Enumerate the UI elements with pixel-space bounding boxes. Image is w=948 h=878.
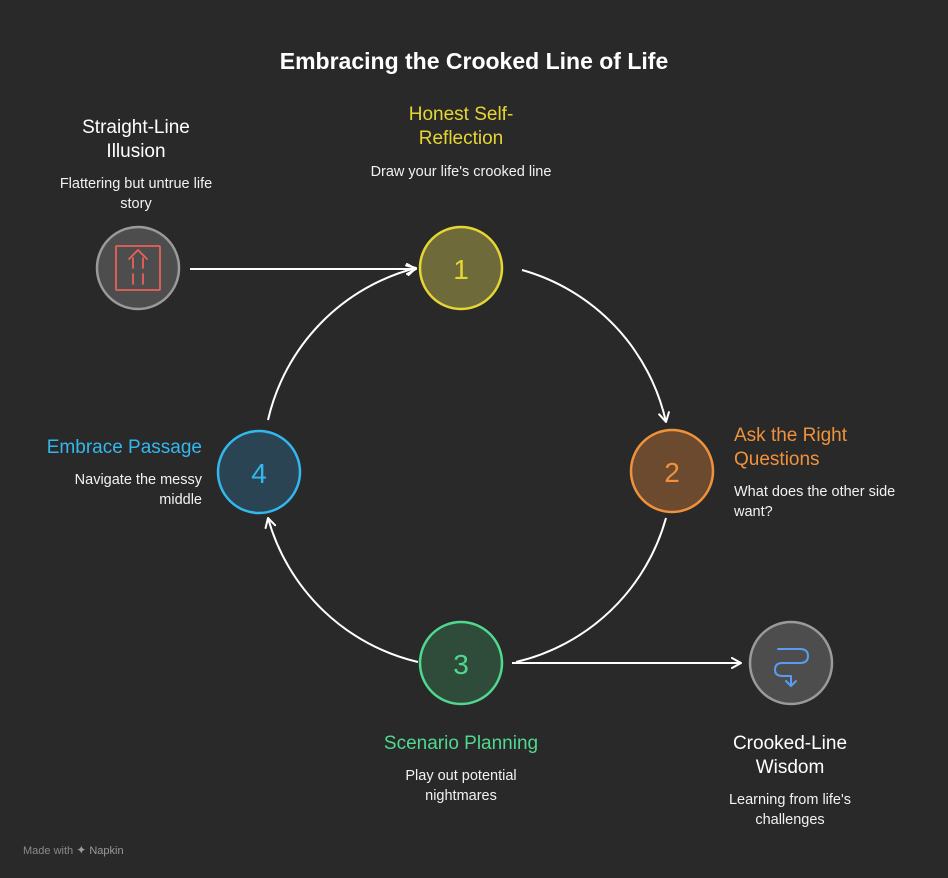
end-node [748,620,834,706]
start-description: Flattering but untrue life story [59,176,213,212]
svg-text:1: 1 [453,254,469,285]
footer: Made with ✦ Napkin [23,843,124,857]
winding-arrow-down-icon [774,648,809,687]
end-description: Learning from life's challenges [728,792,852,828]
page-title: Embracing the Crooked Line of Life [279,48,669,74]
arrow-1-to-2 [521,269,670,423]
step-2-heading: Ask the Right Questions [734,425,847,470]
arrow-4-to-1 [267,264,417,421]
napkin-logo-icon: ✦ [76,843,87,857]
svg-text:3: 3 [453,649,469,680]
start-node [95,225,181,311]
step-circle-2: 2 [629,428,715,514]
napkin-brand: Napkin [89,845,124,857]
step-1-heading: Honest Self-Reflection [408,104,514,149]
arrow-2-to-3 [515,517,667,663]
step-circle-4: 4 [216,429,302,515]
svg-text:4: 4 [251,458,267,489]
end-heading: Crooked-Line Wisdom [732,733,848,778]
step-2-description: What does the other side want? [734,484,896,520]
svg-text:2: 2 [664,457,680,488]
made-with-label: Made with [23,845,74,857]
straight-arrow-up-icon [115,245,161,291]
step-circle-3: 3 [418,620,504,706]
step-3-description: Play out potential nightmares [405,768,517,804]
arrow-3-to-4 [264,517,419,663]
step-1-description: Draw your life's crooked line [370,164,552,180]
step-circle-1: 1 [418,225,504,311]
step-3-heading: Scenario Planning [383,733,539,754]
step-4-heading: Embrace Passage [46,437,202,458]
start-heading: Straight-Line Illusion [82,117,190,162]
step-4-description: Navigate the messy middle [74,472,202,508]
